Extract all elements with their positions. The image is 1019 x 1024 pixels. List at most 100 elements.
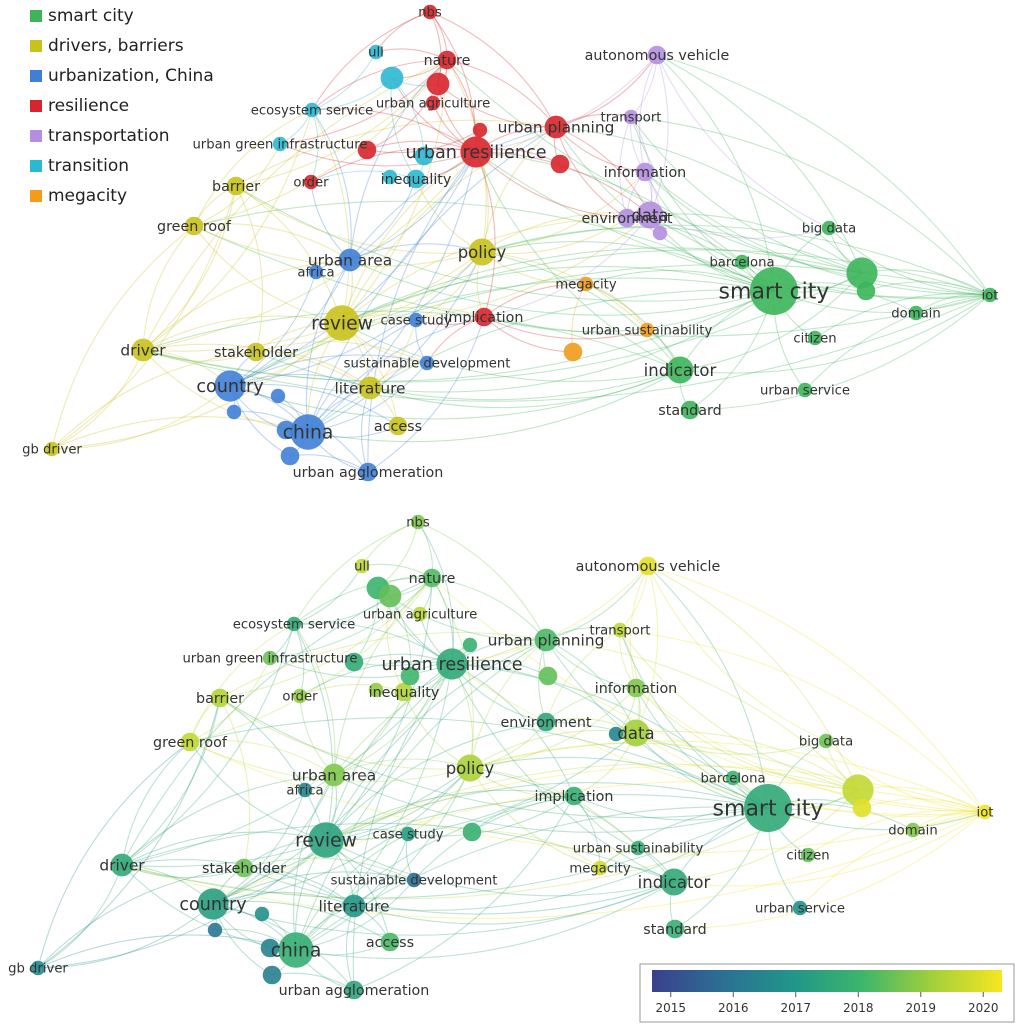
node-res-b[interactable] (357, 140, 377, 160)
node-sustainable-development[interactable] (406, 872, 422, 888)
node-urban-a[interactable] (276, 420, 296, 440)
node-trn-b[interactable] (400, 666, 420, 686)
node-urban-sustainability[interactable] (639, 322, 655, 338)
node-urban-c[interactable] (262, 965, 282, 985)
node-urban-b[interactable] (207, 922, 223, 938)
node-big-data[interactable] (818, 733, 834, 749)
node-mg-a[interactable] (563, 342, 583, 362)
node-review[interactable] (308, 822, 344, 858)
node-review[interactable] (324, 305, 360, 341)
node-standard[interactable] (680, 400, 700, 420)
node-urban-resilience[interactable] (460, 136, 492, 168)
node-country[interactable] (197, 888, 229, 920)
node-transport[interactable] (623, 109, 639, 125)
node-driver[interactable] (131, 338, 155, 362)
node-iot[interactable] (982, 287, 998, 303)
node-nature[interactable] (437, 50, 457, 70)
node-green-roof[interactable] (184, 216, 204, 236)
node-country[interactable] (214, 370, 246, 402)
node-urban-planning[interactable] (534, 628, 558, 652)
node-implication[interactable] (564, 786, 584, 806)
node-indicator[interactable] (660, 868, 688, 896)
node-smart-hub[interactable] (846, 257, 878, 289)
node-gb-driver[interactable] (30, 960, 46, 976)
node-urban-area[interactable] (338, 248, 362, 272)
node-barcelona[interactable] (734, 254, 750, 270)
node-trn-c[interactable] (368, 682, 384, 698)
node-res-c[interactable] (550, 154, 570, 174)
node-implication[interactable] (474, 307, 494, 327)
node-barrier[interactable] (210, 688, 230, 708)
node-res-c[interactable] (538, 666, 558, 686)
node-data[interactable] (622, 719, 650, 747)
node-gb-driver[interactable] (44, 441, 60, 457)
node-ull[interactable] (354, 558, 370, 574)
node-autonomous-vehicle[interactable] (647, 45, 667, 65)
node-china[interactable] (290, 414, 326, 450)
node-urban-a[interactable] (260, 938, 280, 958)
node-iot[interactable] (977, 804, 993, 820)
node-sustainable-development[interactable] (419, 355, 435, 371)
node-megacity[interactable] (578, 276, 594, 292)
node-mg-a[interactable] (462, 822, 482, 842)
node-trn-a[interactable] (380, 66, 404, 90)
node-barrier[interactable] (226, 176, 246, 196)
node-ecosystem-service[interactable] (286, 616, 302, 632)
node-domain[interactable] (908, 305, 924, 321)
node-information[interactable] (635, 162, 655, 182)
node-urban-service[interactable] (792, 900, 808, 916)
node-domain[interactable] (905, 822, 921, 838)
node-smart-city[interactable] (744, 784, 792, 832)
node-urban-agglomeration[interactable] (344, 980, 364, 1000)
node-trn-a[interactable] (378, 584, 402, 608)
node-green-roof[interactable] (180, 732, 200, 752)
node-environment[interactable] (617, 208, 637, 228)
node-driver[interactable] (110, 853, 134, 877)
node-urban-resilience[interactable] (436, 648, 468, 680)
node-ecosystem-service[interactable] (304, 102, 320, 118)
node-case-study[interactable] (408, 312, 424, 328)
node-policy[interactable] (468, 238, 496, 266)
node-stakeholder[interactable] (234, 858, 254, 878)
node-information[interactable] (626, 678, 646, 698)
node-urban-d[interactable] (270, 388, 286, 404)
node-data[interactable] (636, 201, 664, 229)
node-urban-c[interactable] (280, 446, 300, 466)
node-smart-hub[interactable] (842, 774, 874, 806)
node-urban-green-infrastructure[interactable] (262, 650, 278, 666)
node-environment[interactable] (536, 712, 556, 732)
node-urban-b[interactable] (226, 404, 242, 420)
node-inequality[interactable] (406, 169, 426, 189)
node-urban-sustainability[interactable] (630, 840, 646, 856)
node-nbs[interactable] (422, 4, 438, 20)
node-literature[interactable] (358, 376, 382, 400)
node-order[interactable] (303, 174, 319, 190)
node-transport[interactable] (612, 622, 628, 638)
node-urban-agglomeration[interactable] (358, 462, 378, 482)
node-urban-d[interactable] (254, 906, 270, 922)
node-literature[interactable] (342, 894, 366, 918)
node-citizen[interactable] (807, 330, 823, 346)
node-citizen[interactable] (800, 847, 816, 863)
node-standard[interactable] (665, 919, 685, 939)
node-africa[interactable] (297, 782, 313, 798)
node-africa[interactable] (308, 264, 324, 280)
node-tr-a[interactable] (608, 726, 624, 742)
node-urban-agriculture[interactable] (425, 95, 441, 111)
node-res-b[interactable] (344, 652, 364, 672)
node-nature[interactable] (422, 568, 442, 588)
node-urban-agriculture[interactable] (412, 606, 428, 622)
node-order[interactable] (292, 688, 308, 704)
node-smart-hub2[interactable] (852, 798, 872, 818)
node-trn-c[interactable] (382, 169, 398, 185)
node-trn-b[interactable] (414, 146, 434, 166)
node-china[interactable] (278, 932, 314, 968)
node-urban-service[interactable] (797, 382, 813, 398)
node-policy[interactable] (456, 754, 484, 782)
node-res-d[interactable] (472, 122, 488, 138)
node-tr-a[interactable] (652, 225, 668, 241)
node-nbs[interactable] (410, 514, 426, 530)
node-big-data[interactable] (821, 220, 837, 236)
node-inequality[interactable] (394, 682, 414, 702)
node-case-study[interactable] (400, 826, 416, 842)
